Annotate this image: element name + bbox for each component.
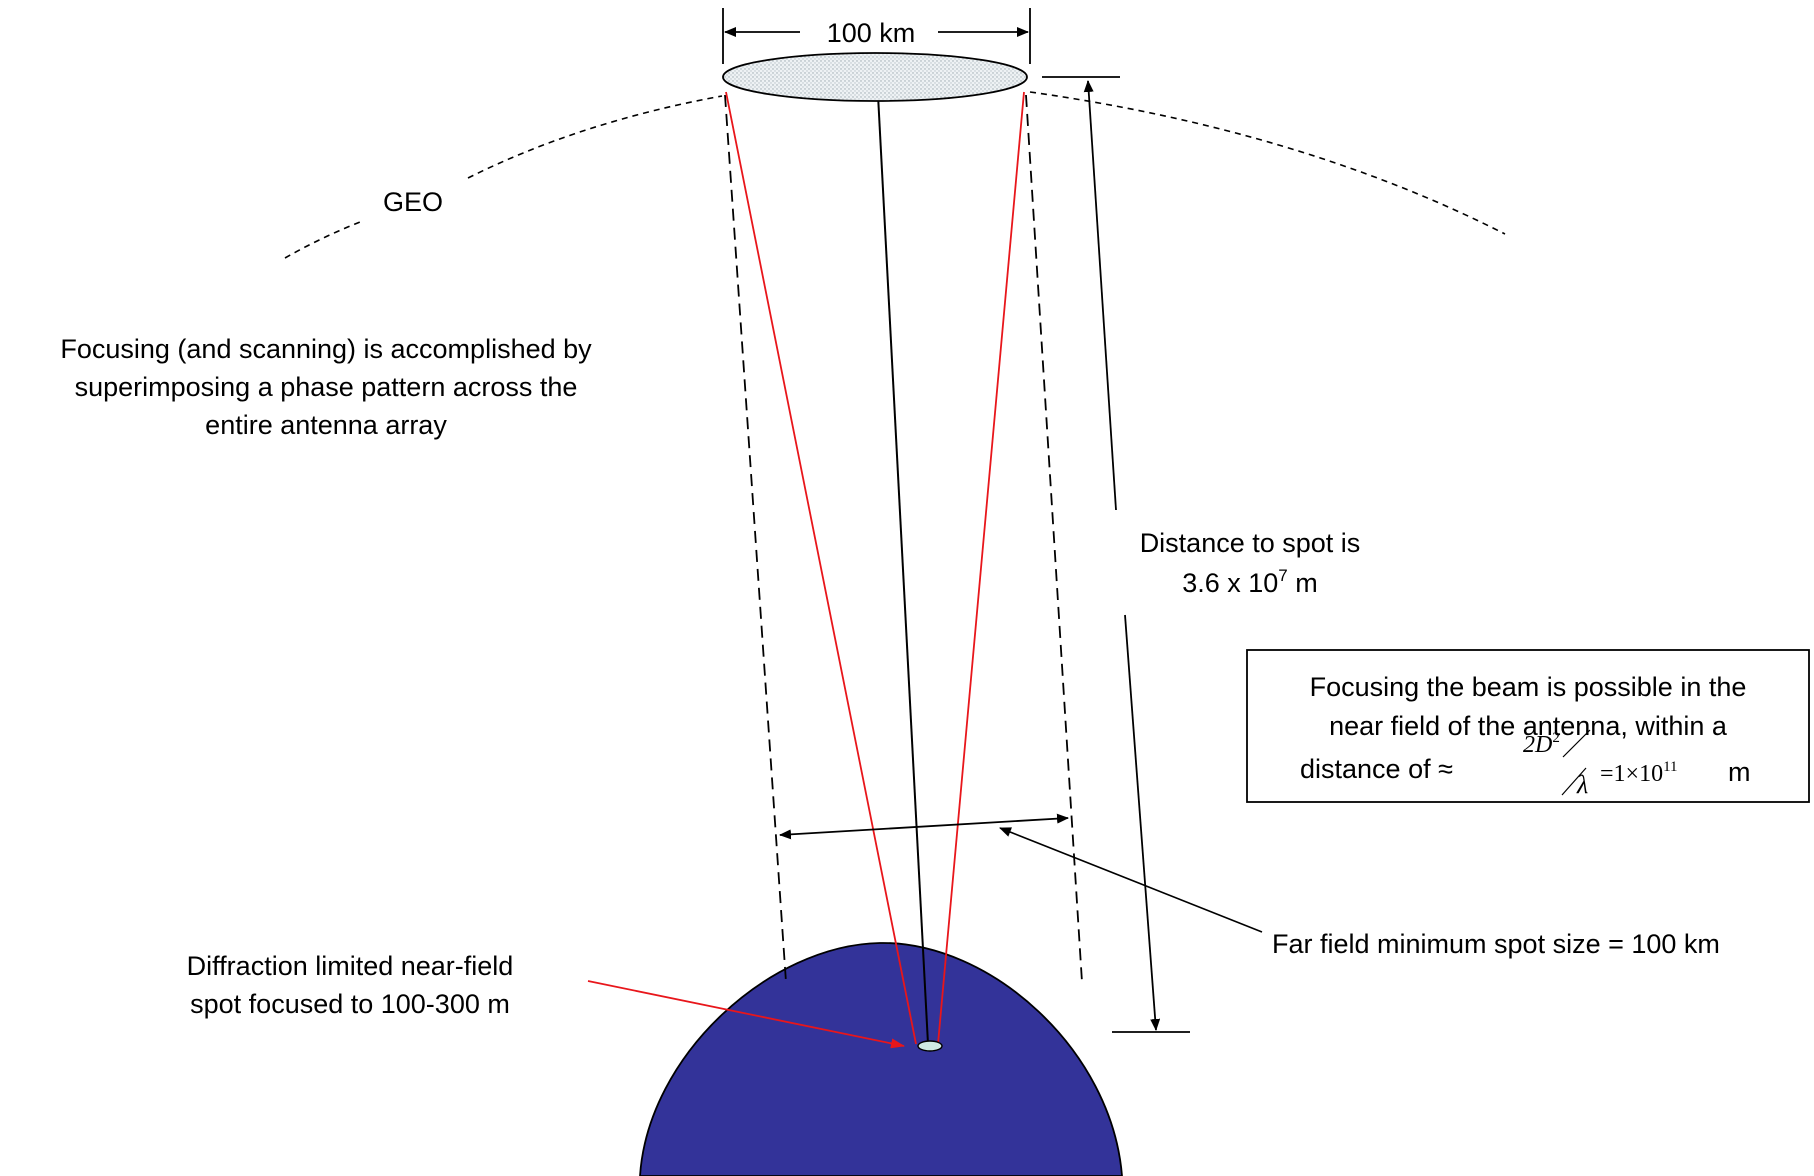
earth-globe	[639, 942, 1123, 1176]
formula-denominator: λ	[1576, 770, 1588, 799]
far-field-spot-label: Far field minimum spot size = 100 km	[1272, 929, 1720, 959]
distance-arrow-down	[1124, 614, 1161, 1031]
focusing-note-line-1: Focusing (and scanning) is accomplished …	[60, 334, 592, 364]
focused-spot	[917, 1040, 943, 1052]
geo-orbit-arc-left-upper	[467, 95, 723, 179]
focused-ray-left	[725, 91, 917, 1045]
callout-line-1: Focusing the beam is possible in the	[1310, 672, 1747, 702]
formula-slash	[1562, 729, 1591, 758]
formula-rhs: =1×1011	[1600, 759, 1678, 787]
distance-value-label: 3.6 x 107 m	[1182, 566, 1318, 598]
near-field-label-line-2: spot focused to 100-300 m	[190, 989, 510, 1019]
antenna-aperture	[722, 52, 1028, 102]
near-field-pointer-arrow	[587, 980, 905, 1049]
geo-orbit-arc-left	[284, 221, 361, 259]
callout-line-3-prefix: distance of ≈	[1300, 754, 1453, 784]
distance-arrow-up	[1083, 80, 1117, 511]
focusing-note-line-3: entire antenna array	[205, 410, 447, 440]
near-field-label-line-1: Diffraction limited near-field	[187, 951, 514, 981]
near-field-callout-box	[1246, 649, 1810, 803]
geo-orbit-arc-right	[1029, 91, 1506, 235]
far-field-edge-left	[724, 94, 787, 983]
focusing-note-line-2: superimposing a phase pattern across the	[75, 372, 578, 402]
formula-slash-lower	[1561, 767, 1587, 796]
far-field-span-arrow	[779, 813, 1069, 840]
beam-center-line	[876, 75, 929, 1045]
formula-unit: m	[1728, 757, 1751, 787]
distance-label-line-1: Distance to spot is	[1140, 528, 1361, 558]
near-field-distance-formula: 2D2 λ =1×1011 m	[1523, 729, 1751, 799]
far-field-edge-right	[1025, 94, 1083, 983]
geo-label: GEO	[383, 187, 443, 217]
focused-ray-right	[937, 91, 1025, 1045]
aperture-width-label: 100 km	[827, 18, 916, 48]
far-field-leader	[999, 827, 1263, 933]
callout-line-2: near field of the antenna, within a	[1329, 711, 1728, 741]
formula-numerator: 2D2	[1523, 730, 1560, 758]
